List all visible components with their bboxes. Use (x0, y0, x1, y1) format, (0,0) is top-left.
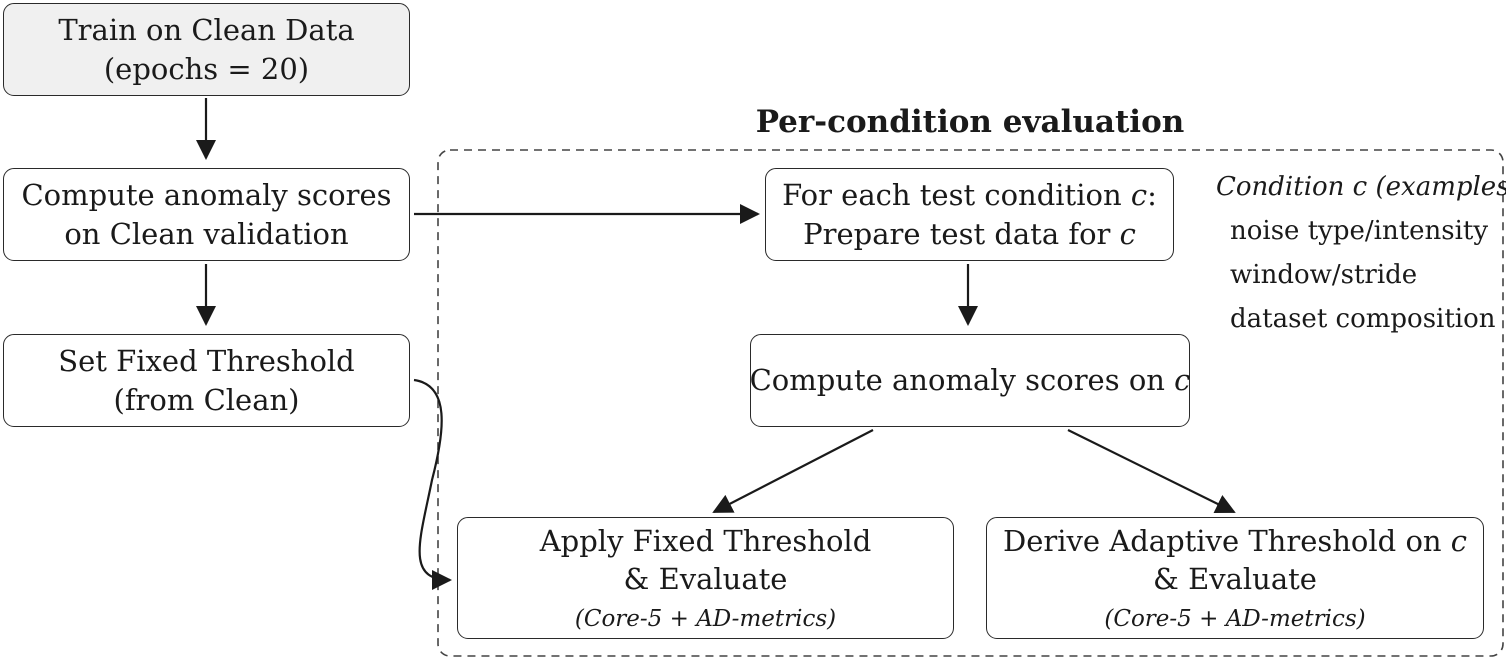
group-title: Per-condition evaluation (755, 104, 1185, 140)
arrow-compute-c-to-apply-fixed (712, 429, 874, 513)
for-each-line1: For each test condition c: (782, 178, 1157, 213)
adaptive-node: Derive Adaptive Threshold on c & Evaluat… (986, 517, 1484, 639)
set-fixed-line1: Set Fixed Threshold (58, 344, 355, 379)
arrow-compute-c-to-adaptive (1067, 429, 1236, 513)
train-label: Train on Clean Data (58, 13, 355, 48)
example-item: window/stride (1230, 260, 1418, 290)
for-each-node: For each test condition c: Prepare test … (765, 168, 1174, 261)
adaptive-metrics: (Core-5 + AD-metrics) (1104, 606, 1366, 633)
set-fixed-node: Set Fixed Threshold (from Clean) (3, 334, 410, 427)
example-item: dataset composition (1230, 304, 1496, 334)
per-condition-group-frame (437, 149, 1504, 657)
compute-c-node: Compute anomaly scores on c (750, 334, 1190, 427)
apply-fixed-line2: & Evaluate (623, 561, 788, 596)
train-epochs: (epochs = 20) (103, 51, 310, 86)
apply-fixed-node: Apply Fixed Threshold & Evaluate (Core-5… (457, 517, 954, 639)
set-fixed-line2: (from Clean) (113, 382, 300, 417)
compute-clean-node: Compute anomaly scores on Clean validati… (3, 168, 410, 261)
adaptive-line2: & Evaluate (1153, 561, 1317, 596)
compute-c-label: Compute anomaly scores on c (749, 363, 1191, 398)
apply-fixed-metrics: (Core-5 + AD-metrics) (574, 606, 837, 633)
arrow-fixed-threshold-to-apply (413, 378, 452, 590)
compute-clean-line2: on Clean validation (64, 216, 349, 251)
example-item: noise type/intensity (1230, 216, 1489, 246)
examples-heading: Condition c (examples): (1216, 172, 1506, 202)
apply-fixed-line1: Apply Fixed Threshold (539, 523, 872, 558)
compute-clean-line1: Compute anomaly scores (21, 178, 392, 213)
for-each-line2: Prepare test data for c (803, 216, 1136, 251)
train-node: Train on Clean Data (epochs = 20) (3, 3, 410, 96)
condition-examples: Condition c (examples): noise type/inten… (1216, 165, 1506, 341)
adaptive-line1: Derive Adaptive Threshold on c (1002, 523, 1468, 558)
